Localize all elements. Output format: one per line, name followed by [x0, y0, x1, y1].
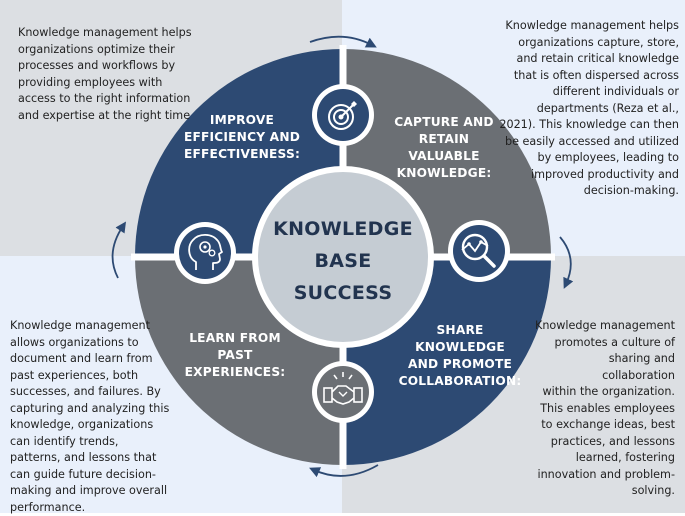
arrow-right: [559, 236, 574, 289]
handshake-icon: [312, 361, 374, 423]
description-bottom-right: Knowledge management promotes a culture …: [535, 319, 675, 497]
magnifier-chart-icon: [448, 220, 510, 282]
arrow-bottom: [309, 464, 379, 478]
center-title: KNOWLEDGE BASE SUCCESS: [273, 218, 413, 304]
description-top-right: Knowledge management helps organizations…: [499, 19, 679, 197]
arrow-top: [309, 35, 377, 48]
target-icon: [312, 84, 374, 146]
head-gears-icon: [174, 222, 236, 284]
description-bottom-left: Knowledge management allows organization…: [10, 319, 170, 514]
segment-label-improve-efficiency: IMPROVE EFFICIENCY AND EFFECTIVENESS:: [183, 113, 301, 161]
segment-label-learn-experiences: LEARN FROM PAST EXPERIENCES:: [184, 331, 286, 379]
center-circle: [252, 166, 434, 348]
segment-label-share-knowledge: SHARE KNOWLEDGE AND PROMOTE COLLABORATIO…: [398, 323, 522, 388]
segment-label-capture-knowledge: CAPTURE AND RETAIN VALUABLE KNOWLEDGE:: [394, 115, 494, 180]
arrow-left: [111, 221, 126, 279]
description-top-left: Knowledge management helps organizations…: [18, 26, 192, 122]
